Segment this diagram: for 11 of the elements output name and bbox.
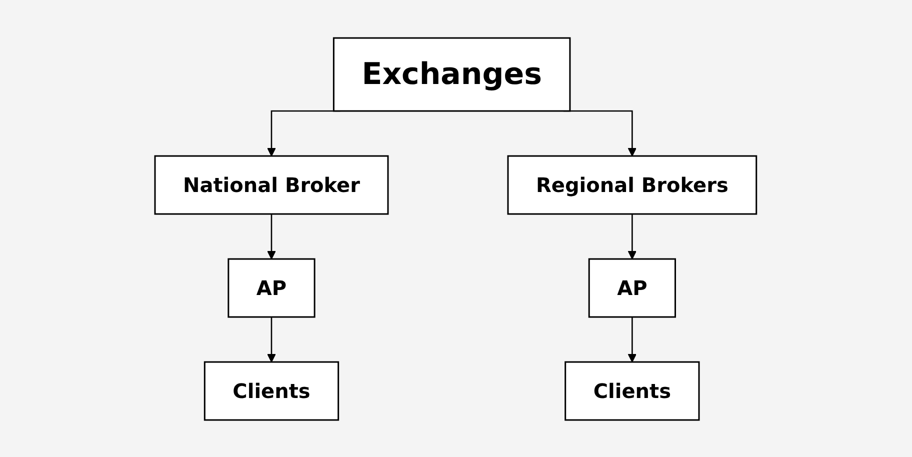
arrow (267, 316, 276, 362)
node-box: Clients (204, 360, 340, 420)
node-box: AP (588, 258, 676, 318)
arrow (628, 316, 637, 362)
node-box: National Broker (154, 154, 390, 214)
arrow (267, 212, 276, 259)
node-box: AP (228, 258, 316, 318)
node-box: Clients (564, 360, 700, 420)
node-box: Regional Brokers (508, 154, 758, 214)
arrow (628, 212, 637, 259)
node-box: Exchanges (333, 36, 572, 112)
